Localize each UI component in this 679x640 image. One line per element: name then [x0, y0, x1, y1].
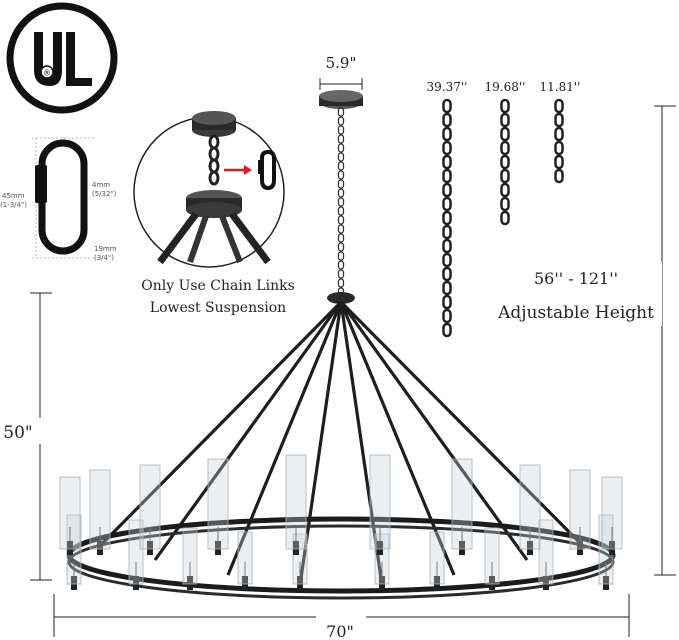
chain-icon: [500, 98, 510, 226]
canopy-width-label: 5.9": [326, 54, 357, 72]
carabiner-icon: [35, 139, 88, 255]
chain-long-label: 39.37'': [427, 80, 468, 94]
wire-thickness-in: (5/32"): [92, 190, 117, 198]
carabiner-length-in: (1-3/4"): [0, 201, 27, 209]
carabiner-width-mm: 19mm: [94, 245, 117, 253]
chain-icon: [442, 98, 452, 338]
canopy-dimension: 5.9": [319, 54, 363, 90]
adjustable-range: 56'' - 121'': [534, 269, 618, 288]
diameter-label: 70": [326, 622, 354, 640]
suspension-detail-circle: [133, 111, 285, 268]
carabiner-detail: 45mm (1-3/4") 4mm (5/32") 19mm (3/4"): [0, 137, 117, 262]
diameter-dimension: 70": [53, 594, 630, 640]
red-arrow-icon: [224, 165, 252, 175]
adjustable-label: Adjustable Height: [497, 303, 654, 323]
chain-icon: [554, 98, 564, 184]
carabiner-width-in: (3/4"): [94, 254, 114, 262]
note-line-2: Lowest Suspension: [150, 300, 286, 316]
fixture-height-label: 50": [3, 423, 32, 443]
adjustable-height-dimension: 56'' - 121'' Adjustable Height: [490, 105, 676, 576]
note-line-1: Only Use Chain Links: [141, 278, 295, 294]
chain-short-label: 11.81'': [540, 80, 581, 94]
chain-medium-label: 19.68'': [485, 80, 526, 94]
chandelier-icon: [59, 90, 623, 600]
carabiner-length-mm: 45mm: [2, 192, 25, 200]
ul-logo-icon: ®: [6, 2, 118, 114]
fixture-height-dimension: 50": [2, 292, 52, 581]
registered-mark: ®: [43, 69, 51, 78]
wire-thickness-mm: 4mm: [92, 181, 110, 189]
